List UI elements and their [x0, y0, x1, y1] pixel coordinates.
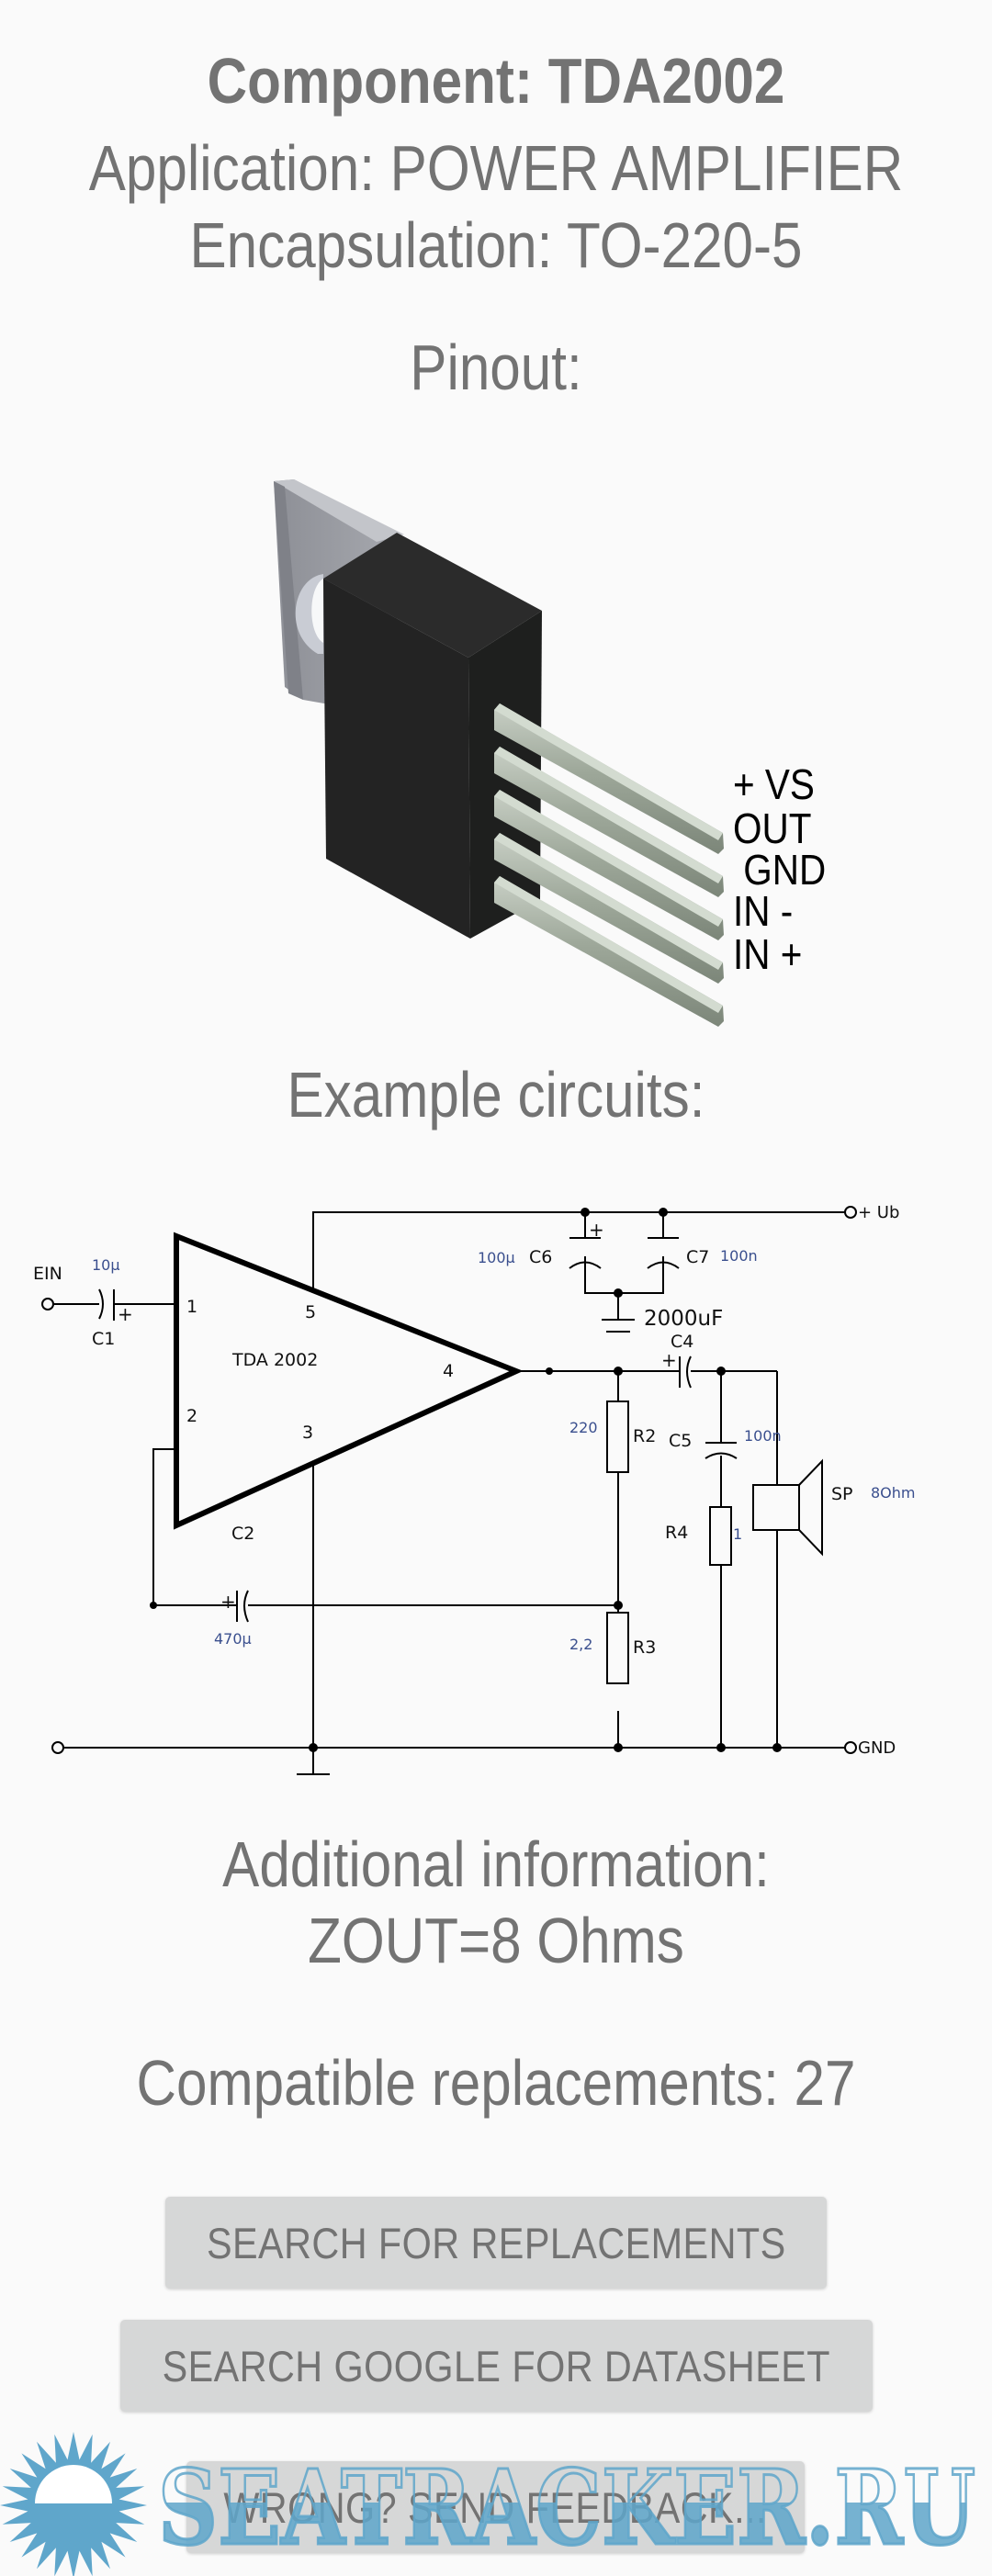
input-terminal — [41, 1298, 54, 1310]
supply-cap-note: 2000uF — [644, 1307, 723, 1331]
pin-label-in-plus: IN + — [733, 930, 803, 978]
speaker-cone — [798, 1458, 823, 1557]
sun-logo-icon — [0, 2432, 147, 2576]
resistor-r4 — [709, 1506, 732, 1566]
svg-text:+: + — [661, 1349, 677, 1371]
pin-2-label: 2 — [186, 1406, 197, 1426]
pin-label-in-minus: IN - — [733, 887, 794, 935]
pin-5-label: 5 — [305, 1302, 316, 1322]
supply-label: + Ub — [858, 1203, 899, 1222]
search-google-label: SEARCH GOOGLE FOR DATASHEET — [162, 2341, 831, 2390]
c6-value: 100µ — [478, 1249, 515, 1266]
pin-3-label: 3 — [302, 1423, 313, 1443]
c5-value: 100n — [744, 1427, 782, 1445]
pin-lead-highlight — [494, 703, 723, 840]
pin-lead-highlight — [494, 747, 723, 883]
resistor-r3 — [606, 1612, 629, 1684]
c1-value: 10µ — [92, 1256, 120, 1274]
r2-label: R2 — [633, 1426, 656, 1446]
r4-value: 1 — [733, 1525, 742, 1543]
svg-text:+: + — [220, 1591, 236, 1613]
c6-label: C6 — [529, 1247, 552, 1267]
example-circuit-schematic: EIN 10µ C1 + 1 2 3 4 5 TDA 2002 C2 + 470… — [33, 1203, 916, 1775]
sun-disc — [35, 2465, 112, 2503]
pin-lead-highlight — [494, 876, 723, 1013]
encapsulation-text: Encapsulation: TO-220-5 — [189, 209, 803, 281]
application-text: Application: POWER AMPLIFIER — [88, 132, 904, 204]
r3-value: 2,2 — [569, 1636, 592, 1653]
c5-label: C5 — [669, 1431, 692, 1451]
svg-text:+: + — [589, 1219, 604, 1241]
r3-label: R3 — [633, 1637, 656, 1658]
search-replacements-button[interactable]: SEARCH FOR REPLACEMENTS — [165, 2197, 827, 2289]
example-circuits-heading: Example circuits: — [287, 1059, 705, 1131]
ein-label: EIN — [33, 1264, 62, 1284]
pin-label-vs: + VS — [733, 760, 815, 808]
gnd-right-terminal — [844, 1741, 857, 1754]
to-220-package-image — [274, 479, 724, 1027]
additional-info-heading: Additional information: — [222, 1828, 770, 1900]
pin-lead-highlight — [494, 833, 723, 970]
c1-label: C1 — [92, 1329, 115, 1349]
svg-text:+: + — [118, 1303, 133, 1325]
r2-value: 220 — [569, 1419, 598, 1436]
speaker-value: 8Ohm — [871, 1484, 916, 1502]
pin-4-label: 4 — [443, 1361, 454, 1381]
ground-label: GND — [858, 1738, 896, 1758]
send-feedback-label: WRONG? SEND FEEDBACK... — [223, 2482, 768, 2532]
pin-label-gnd: GND — [733, 846, 827, 894]
pin-lead-highlight — [494, 790, 723, 927]
ic-label: TDA 2002 — [231, 1350, 318, 1370]
r4-label: R4 — [665, 1523, 688, 1543]
amplifier-symbol — [174, 1232, 524, 1530]
pin-leads — [494, 703, 724, 1027]
send-feedback-button[interactable]: WRONG? SEND FEEDBACK... — [186, 2461, 805, 2553]
c4-label: C4 — [671, 1332, 693, 1352]
pinout-heading: Pinout: — [410, 332, 582, 403]
sun-rays — [0, 2432, 147, 2576]
compatible-replacements-count: Compatible replacements: 27 — [136, 2047, 856, 2119]
search-replacements-label: SEARCH FOR REPLACEMENTS — [206, 2218, 786, 2267]
gnd-left-terminal — [51, 1741, 64, 1754]
speaker-magnet — [752, 1484, 800, 1531]
c7-value: 100n — [720, 1247, 758, 1265]
pin-label-out: OUT — [733, 804, 812, 852]
c2-label: C2 — [231, 1524, 254, 1544]
c2-value: 470µ — [214, 1630, 252, 1648]
speaker-label: SP — [831, 1484, 853, 1504]
component-title: Component: TDA2002 — [207, 45, 785, 117]
supply-terminal — [844, 1206, 857, 1219]
resistor-r2 — [606, 1400, 629, 1473]
search-google-datasheet-button[interactable]: SEARCH GOOGLE FOR DATASHEET — [120, 2320, 873, 2412]
c7-label: C7 — [686, 1247, 709, 1267]
pin-1-label: 1 — [186, 1297, 197, 1317]
additional-info-value: ZOUT=8 Ohms — [308, 1905, 684, 1976]
